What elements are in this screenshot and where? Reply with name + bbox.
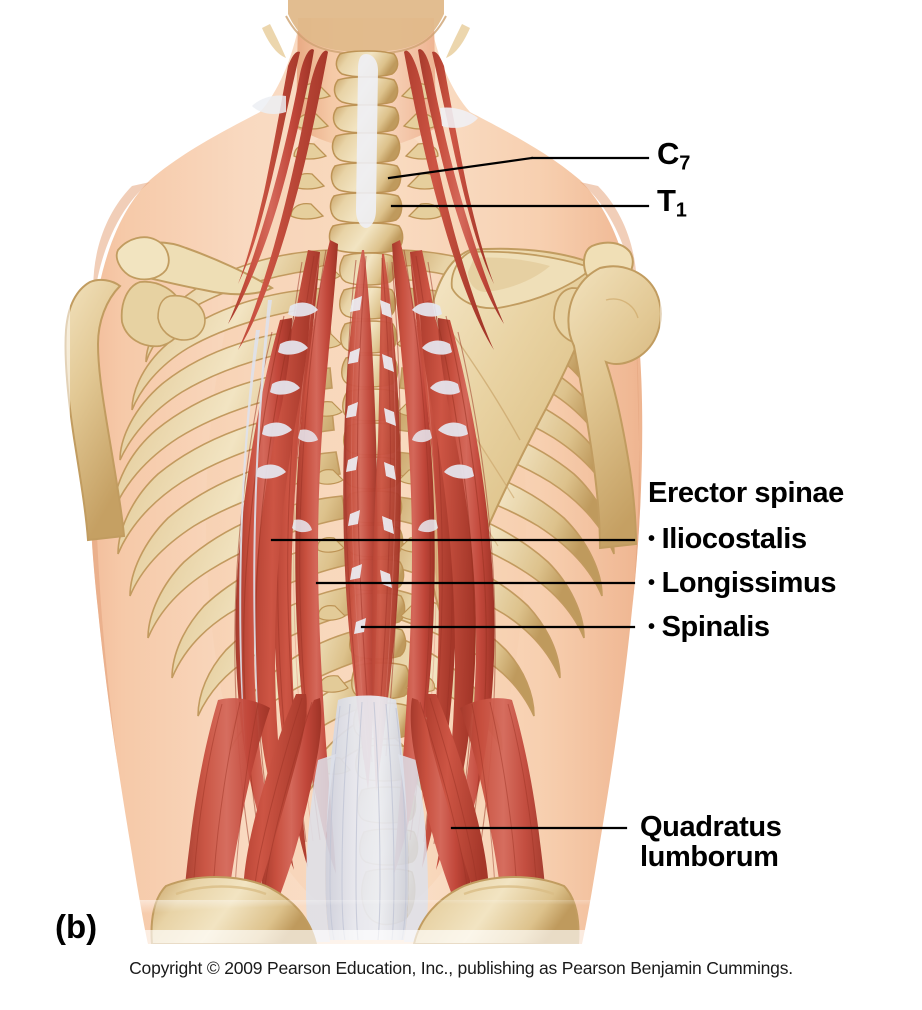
scapula-left [64, 236, 275, 542]
cervical-vertebrae [328, 50, 404, 254]
copyright-notice: Copyright © 2009 Pearson Education, Inc.… [129, 958, 793, 978]
thoracolumbar-aponeurosis [306, 695, 428, 942]
muscle-spinalis [343, 250, 402, 792]
label-iliocostalis: • Iliocostalis [648, 524, 807, 554]
label-spinalis: • Spinalis [648, 612, 770, 642]
label-quadratus-lumborum-line1: Quadratus [640, 811, 782, 843]
panel-letter: (b) [55, 908, 98, 945]
label-c7-subscript: 7 [679, 152, 691, 175]
bullet-icon: • [648, 528, 655, 551]
label-c7-text: C [657, 136, 680, 171]
label-t1: T1 [657, 183, 687, 222]
bullet-icon: • [648, 616, 655, 639]
label-c7: C7 [657, 136, 691, 175]
label-spinalis-text: Spinalis [661, 611, 770, 643]
label-longissimus-text: Longissimus [661, 567, 837, 599]
label-longissimus: • Longissimus [648, 568, 836, 598]
label-iliocostalis-text: Iliocostalis [661, 523, 807, 555]
label-erector-spinae-heading: Erector spinae [648, 477, 844, 509]
label-t1-text: T [657, 183, 676, 218]
label-quadratus-lumborum: Quadratus lumborum [640, 811, 782, 874]
bullet-icon: • [648, 572, 655, 595]
muscle-quadratus-lumborum [243, 694, 489, 928]
label-quadratus-lumborum-line2: lumborum [640, 841, 779, 874]
label-t1-subscript: 1 [675, 199, 687, 222]
leader-lines [270, 156, 650, 830]
leader-line-c7 [387, 156, 534, 180]
